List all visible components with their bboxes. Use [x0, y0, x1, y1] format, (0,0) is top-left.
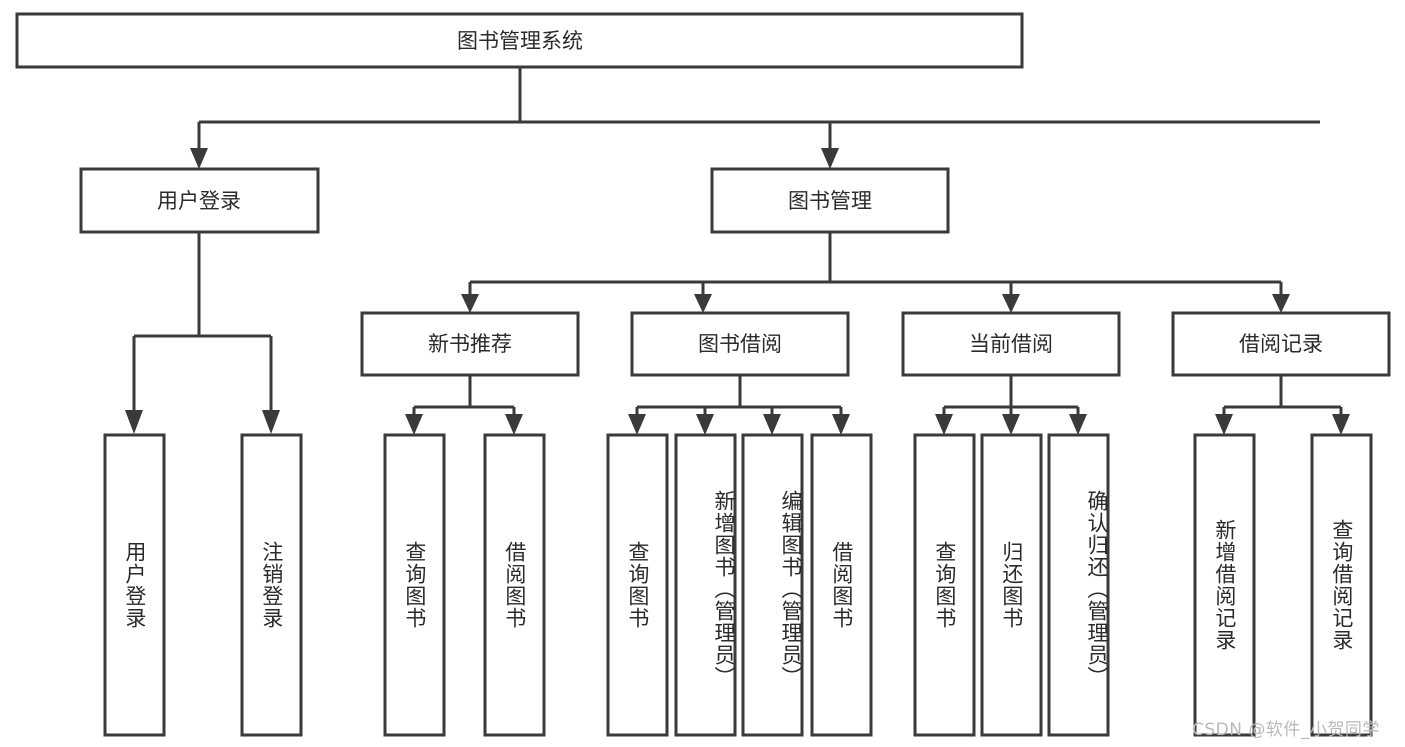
- node-borrow-record[interactable]: 借阅记录: [1171, 311, 1391, 377]
- csdn-watermark: CSDN @软件_小贺同学: [1192, 720, 1380, 740]
- connector-book-borrow-to-leaves: [628, 375, 850, 435]
- leaf-box-book-borrow-2[interactable]: [741, 433, 804, 737]
- connector-new-book-to-leaves: [405, 375, 523, 435]
- node-borrow-record-label: 借阅记录: [1239, 332, 1323, 356]
- leaf-box-borrow-record-1[interactable]: [1310, 433, 1373, 737]
- leaf-box-borrow-record-0[interactable]: [1193, 433, 1256, 737]
- leaf-box-user-login-1[interactable]: [240, 433, 303, 737]
- node-new-book-recommend-label: 新书推荐: [428, 332, 512, 356]
- node-new-book-recommend[interactable]: 新书推荐: [360, 311, 580, 377]
- leaf-box-current-borrow-1[interactable]: [980, 433, 1043, 737]
- connector-borrow-record-to-leaves: [1215, 375, 1350, 435]
- node-book-borrow-label: 图书借阅: [698, 332, 782, 356]
- leaf-box-new-book-1[interactable]: [483, 433, 546, 737]
- node-book-borrow[interactable]: 图书借阅: [630, 311, 850, 377]
- node-user-login-label: 用户登录: [157, 189, 241, 213]
- connector-user-login-to-leaves: [125, 232, 280, 434]
- leaf-box-book-borrow-0[interactable]: [606, 433, 669, 737]
- leaf-box-new-book-0[interactable]: [383, 433, 446, 737]
- connector-root-to-level1: [190, 67, 1320, 169]
- node-current-borrow-label: 当前借阅: [969, 332, 1053, 356]
- node-book-manage[interactable]: 图书管理: [710, 167, 950, 234]
- leaf-box-book-borrow-1[interactable]: [674, 433, 737, 737]
- node-root[interactable]: 图书管理系统: [15, 12, 1024, 69]
- node-current-borrow[interactable]: 当前借阅: [901, 311, 1121, 377]
- leaf-box-book-borrow-3[interactable]: [810, 433, 873, 737]
- connector-book-manage-to-level2: [461, 232, 1290, 313]
- node-user-login[interactable]: 用户登录: [79, 167, 320, 234]
- leaf-box-user-login-0[interactable]: [103, 433, 166, 737]
- node-book-manage-label: 图书管理: [788, 189, 872, 213]
- node-root-label: 图书管理系统: [457, 29, 583, 53]
- connector-current-borrow-to-leaves: [935, 375, 1087, 435]
- leaf-box-current-borrow-2[interactable]: [1047, 433, 1110, 737]
- leaf-box-current-borrow-0[interactable]: [913, 433, 976, 737]
